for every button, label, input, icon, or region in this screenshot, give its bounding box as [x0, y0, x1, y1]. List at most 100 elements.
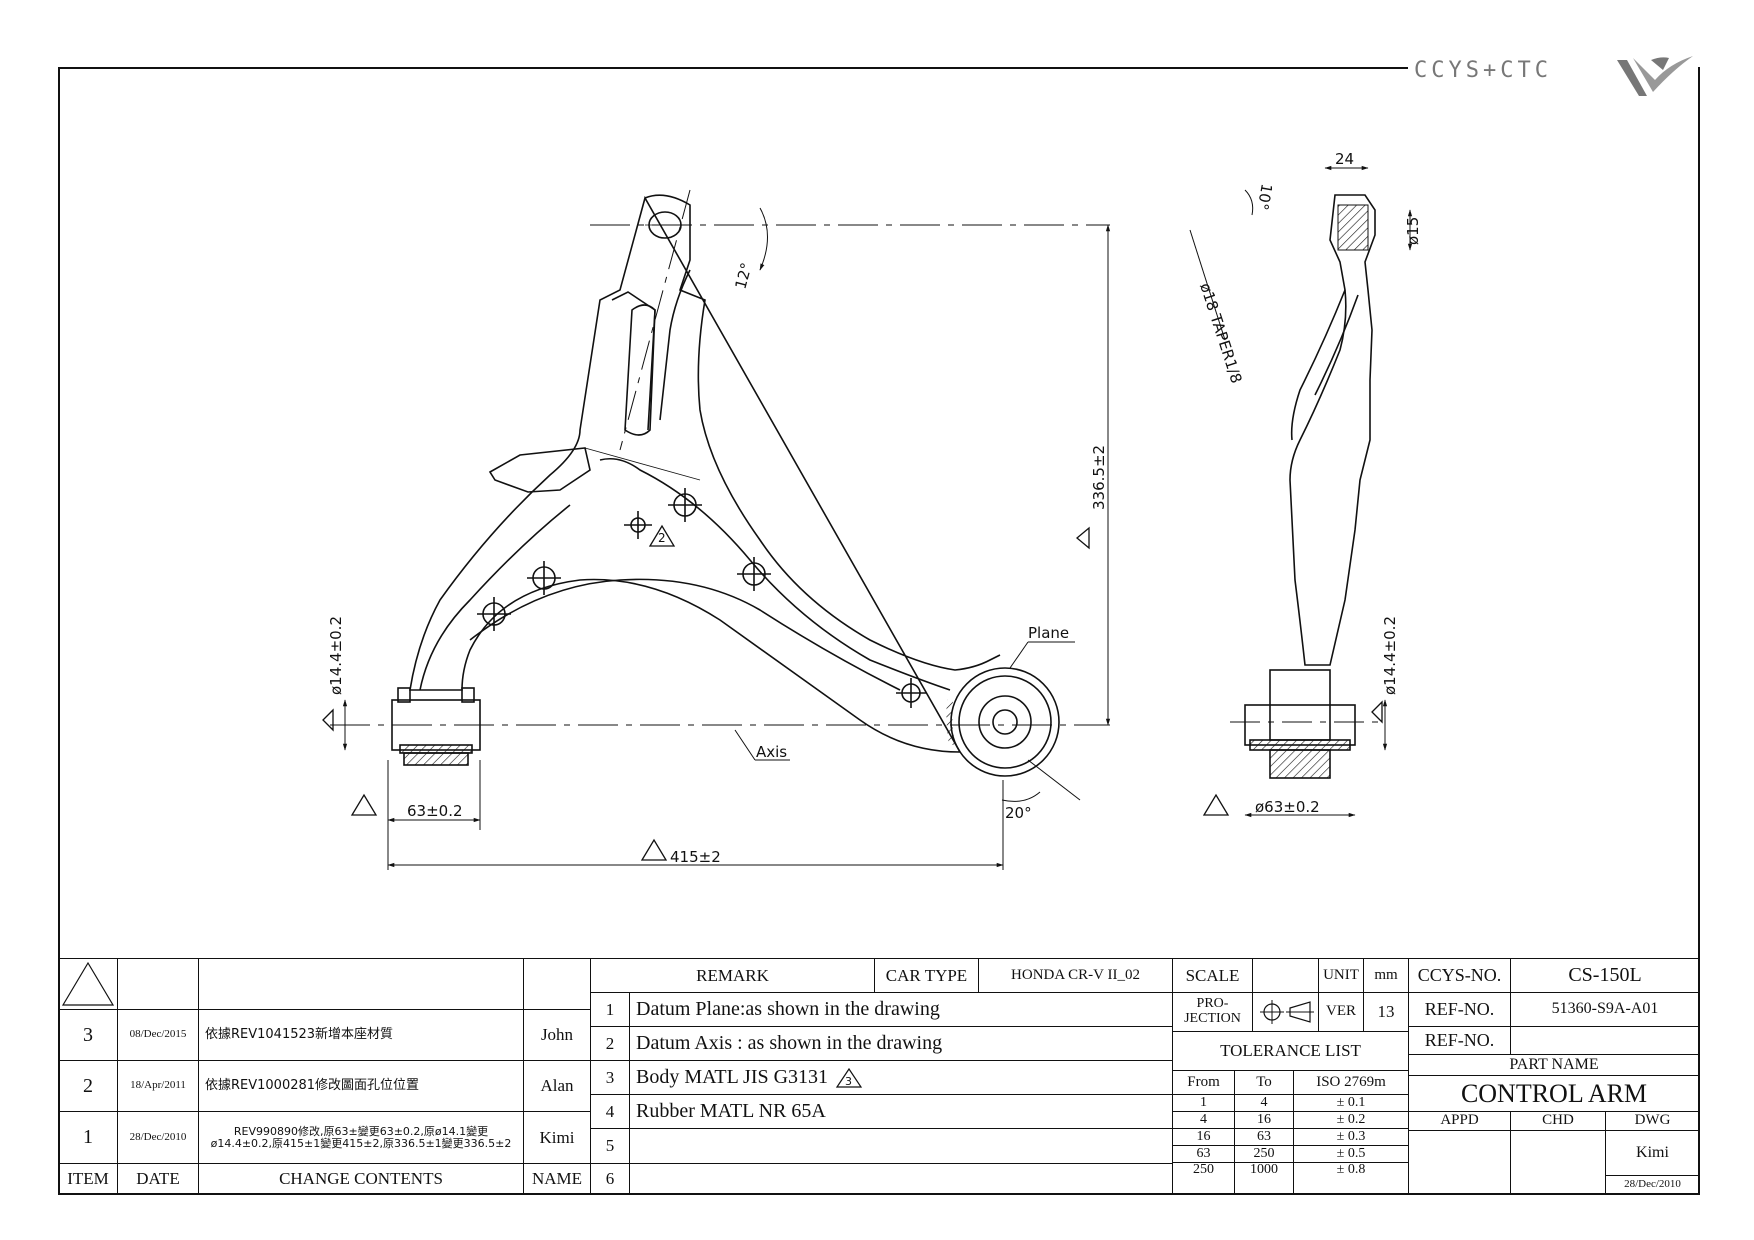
left-bushing [391, 687, 481, 766]
tol-to-3: 63 [1234, 1128, 1294, 1146]
ref-no2-value [1510, 1026, 1700, 1055]
angle-10: 10° [1253, 182, 1275, 211]
rev-item-2: 2 [58, 1060, 118, 1112]
rev-name-2: Alan [523, 1060, 591, 1112]
logo-text: CCYS+CTC [1414, 58, 1552, 83]
ref-no-label: REF-NO. [1408, 992, 1511, 1027]
rev-item-header-blank [58, 958, 118, 1010]
dim-63: 63±0.2 [407, 802, 463, 820]
ccys-no-value: CS-150L [1510, 958, 1700, 993]
remark-no-6: 6 [590, 1163, 630, 1195]
tol-from-5: 250 [1172, 1162, 1235, 1195]
remark-no-3: 3 [590, 1060, 630, 1095]
tol-value-3: ± 0.3 [1293, 1128, 1409, 1146]
dim-144-left: ø14.4±0.2 [327, 616, 345, 695]
dim-15: ø15 [1404, 217, 1422, 245]
appd-value [1408, 1130, 1511, 1195]
tol-from-3: 16 [1172, 1128, 1235, 1146]
rev-date-1: 28/Dec/2010 [117, 1111, 199, 1164]
remark-no-1: 1 [590, 992, 630, 1027]
remark-no-5: 5 [590, 1128, 630, 1164]
dim-336: 336.5±2 [1090, 445, 1108, 510]
projection-symbol-icon [1252, 992, 1319, 1032]
hole-markers [477, 488, 926, 708]
car-type-label: CAR TYPE [874, 958, 979, 993]
unit-label: UNIT [1318, 958, 1364, 993]
ccys-no-label: CCYS-NO. [1408, 958, 1511, 993]
front-view [330, 189, 1110, 777]
ref-no-value: 51360-S9A-A01 [1510, 992, 1700, 1027]
side-view [1230, 194, 1380, 779]
rev-header-name: NAME [523, 1163, 591, 1195]
tol-value-1: ± 0.1 [1293, 1094, 1409, 1112]
brand-logo: CCYS+CTC [1408, 48, 1698, 100]
remark-2: Datum Axis : as shown in the drawing [629, 1026, 1173, 1061]
remark-1: Datum Plane:as shown in the drawing [629, 992, 1173, 1027]
datum-triangles [322, 524, 1383, 861]
rev-name-1: Kimi [523, 1111, 591, 1164]
tol-from-4: 63 [1172, 1145, 1235, 1163]
rev-header-item: ITEM [58, 1163, 118, 1195]
rev-date-3: 08/Dec/2015 [117, 1009, 199, 1061]
dim-144-right: ø14.4±0.2 [1381, 616, 1399, 695]
dim-taper: ø18 TAPER1/8 [1196, 281, 1245, 386]
front-bushing [946, 667, 1060, 777]
angle-20: 20° [1005, 804, 1032, 822]
scale-value [1252, 958, 1319, 993]
rev-contents-1: REV990890修改,原63±變更63±0.2,原ø14.1變更 ø14.4±… [198, 1111, 524, 1164]
rev-item-1: 1 [58, 1111, 118, 1164]
logo-wing-icon [1617, 56, 1693, 96]
ref-no2-label: REF-NO. [1408, 1026, 1511, 1055]
rev-date-2: 18/Apr/2011 [117, 1060, 199, 1112]
unit-value: mm [1363, 958, 1409, 993]
dwg-date: 28/Dec/2010 [1605, 1175, 1700, 1195]
tol-value-4: ± 0.5 [1293, 1145, 1409, 1163]
projection-label: PRO- JECTION [1172, 992, 1253, 1032]
chd-label: CHD [1510, 1111, 1606, 1131]
label-plane: Plane [1028, 624, 1069, 642]
remark-header: REMARK [590, 958, 875, 993]
rev-name-3: John [523, 1009, 591, 1061]
tolerance-title: TOLERANCE LIST [1172, 1031, 1409, 1071]
part-name-label: PART NAME [1408, 1054, 1700, 1076]
part-name-value: CONTROL ARM [1408, 1075, 1700, 1112]
remark-3: Body MATL JIS G3131 3 [629, 1060, 1173, 1095]
technical-drawing: 63±0.2 415±2 336.5±2 ø14.4±0.2 ø14.4±0.2… [322, 150, 1422, 870]
remark-4: Rubber MATL NR 65A [629, 1094, 1173, 1129]
ver-label: VER [1318, 992, 1364, 1032]
dim-415: 415±2 [670, 848, 721, 866]
chd-value [1510, 1130, 1606, 1195]
tol-header-std: ISO 2769m [1293, 1070, 1409, 1095]
remark-no-4: 4 [590, 1094, 630, 1129]
dimension-lines [342, 165, 1413, 870]
remark-6 [629, 1163, 1173, 1195]
remark-no-2: 2 [590, 1026, 630, 1061]
remark-5 [629, 1128, 1173, 1164]
rev-contents-2: 依據REV1000281修改圖面孔位位置 [198, 1060, 524, 1112]
tol-value-5: ± 0.8 [1293, 1162, 1409, 1195]
scale-label: SCALE [1172, 958, 1253, 993]
tol-header-from: From [1172, 1070, 1235, 1095]
label-axis: Axis [756, 743, 787, 761]
svg-text:3: 3 [845, 1075, 852, 1088]
tol-to-5: 1000 [1234, 1162, 1294, 1195]
revision-triangle-icon: 3 [835, 1067, 863, 1088]
rev-header-contents: CHANGE CONTENTS [198, 1163, 524, 1195]
dim-24: 24 [1335, 150, 1354, 168]
tol-from-2: 4 [1172, 1111, 1235, 1129]
tol-to-2: 16 [1234, 1111, 1294, 1129]
angle-12: 12° [731, 261, 755, 291]
rev-mark-2: 2 [658, 531, 666, 545]
rev-contents-3: 依據REV1041523新增本座材質 [198, 1009, 524, 1061]
tol-to-1: 4 [1234, 1094, 1294, 1112]
tol-value-2: ± 0.2 [1293, 1111, 1409, 1129]
tol-to-4: 250 [1234, 1145, 1294, 1163]
ver-value: 13 [1363, 992, 1409, 1032]
title-block: 3 08/Dec/2015 依據REV1041523新增本座材質 John 2 … [58, 958, 1700, 1195]
car-type-value: HONDA CR-V II_02 [978, 958, 1173, 993]
dwg-value: Kimi [1605, 1130, 1700, 1176]
rev-item-3: 3 [58, 1009, 118, 1061]
tol-from-1: 1 [1172, 1094, 1235, 1112]
dwg-label: DWG [1605, 1111, 1700, 1131]
rev-header-date: DATE [117, 1163, 199, 1195]
